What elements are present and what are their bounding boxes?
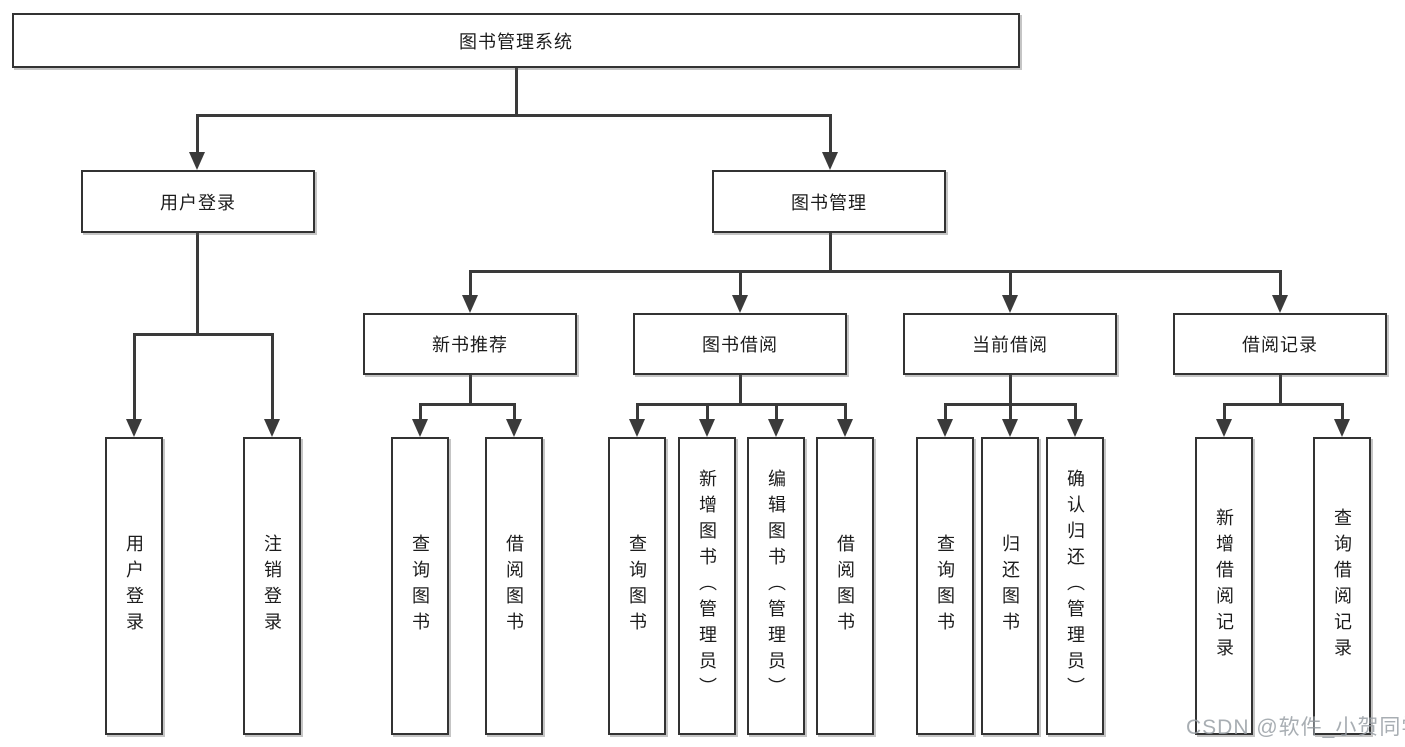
leaf-add-books-admin-label: 新增图书（管理员） xyxy=(697,469,717,703)
connector xyxy=(1341,403,1344,419)
node-current-borrowing: 当前借阅 xyxy=(903,313,1117,375)
connector xyxy=(419,403,516,406)
csdn-watermark: CSDN @软件_小贺同学 xyxy=(1186,716,1405,739)
leaf-query-books-recommend-label: 查询图书 xyxy=(410,534,430,638)
leaf-return-books-label: 归还图书 xyxy=(1000,534,1020,638)
arrow-down-icon xyxy=(1067,419,1083,437)
node-borrowing-records: 借阅记录 xyxy=(1173,313,1387,375)
leaf-edit-books-admin: 编辑图书（管理员） xyxy=(747,437,805,735)
connector xyxy=(133,333,274,336)
arrow-down-icon xyxy=(126,419,142,437)
node-book-management-label: 图书管理 xyxy=(791,192,867,213)
arrow-down-icon xyxy=(1002,419,1018,437)
leaf-add-borrow-record-label: 新增借阅记录 xyxy=(1214,508,1234,664)
arrow-down-icon xyxy=(837,419,853,437)
connector xyxy=(636,403,639,419)
connector xyxy=(469,270,472,295)
connector xyxy=(636,403,847,406)
connector xyxy=(513,403,516,419)
connector xyxy=(1009,375,1012,406)
connector xyxy=(844,403,847,419)
leaf-query-books-borrowing: 查询图书 xyxy=(608,437,666,735)
connector xyxy=(829,233,832,273)
connector xyxy=(469,375,472,406)
node-user-login-label: 用户登录 xyxy=(160,192,236,213)
arrow-down-icon xyxy=(1002,295,1018,313)
arrow-down-icon xyxy=(1272,295,1288,313)
arrow-down-icon xyxy=(462,295,478,313)
arrow-down-icon xyxy=(699,419,715,437)
arrow-down-icon xyxy=(629,419,645,437)
leaf-logout: 注销登录 xyxy=(243,437,301,735)
arrow-down-icon xyxy=(264,419,280,437)
arrow-down-icon xyxy=(1334,419,1350,437)
leaf-add-borrow-record: 新增借阅记录 xyxy=(1195,437,1253,735)
node-book-borrowing-label: 图书借阅 xyxy=(702,335,778,355)
connector xyxy=(196,114,832,117)
leaf-query-borrow-record-label: 查询借阅记录 xyxy=(1332,508,1352,664)
leaf-logout-label: 注销登录 xyxy=(262,534,282,638)
connector xyxy=(1223,403,1226,419)
connector xyxy=(1074,403,1077,419)
connector xyxy=(775,403,778,419)
connector xyxy=(469,270,1282,273)
leaf-user-login-label: 用户登录 xyxy=(124,534,144,638)
node-user-login: 用户登录 xyxy=(81,170,315,233)
connector xyxy=(739,375,742,406)
connector xyxy=(133,333,136,419)
connector xyxy=(419,403,422,419)
arrow-down-icon xyxy=(189,152,205,170)
leaf-borrow-books-recommend-label: 借阅图书 xyxy=(504,534,524,638)
node-root: 图书管理系统 xyxy=(12,13,1020,68)
connector xyxy=(1009,403,1012,419)
leaf-borrow-books-recommend: 借阅图书 xyxy=(485,437,543,735)
arrow-down-icon xyxy=(732,295,748,313)
node-current-borrowing-label: 当前借阅 xyxy=(972,335,1048,355)
arrow-down-icon xyxy=(937,419,953,437)
connector xyxy=(829,114,832,152)
connector xyxy=(196,233,199,335)
arrow-down-icon xyxy=(412,419,428,437)
connector xyxy=(271,333,274,419)
leaf-borrow-books: 借阅图书 xyxy=(816,437,874,735)
arrow-down-icon xyxy=(768,419,784,437)
connector xyxy=(739,270,742,295)
connector xyxy=(1223,403,1344,406)
connector xyxy=(1279,375,1282,406)
node-borrowing-records-label: 借阅记录 xyxy=(1242,335,1318,355)
leaf-query-books-borrowing-label: 查询图书 xyxy=(627,534,647,638)
connector xyxy=(196,114,199,152)
connector xyxy=(944,403,947,419)
leaf-user-login: 用户登录 xyxy=(105,437,163,735)
leaf-confirm-return-admin: 确认归还（管理员） xyxy=(1046,437,1104,735)
node-book-management: 图书管理 xyxy=(712,170,946,233)
leaf-return-books: 归还图书 xyxy=(981,437,1039,735)
arrow-down-icon xyxy=(1216,419,1232,437)
leaf-borrow-books-label: 借阅图书 xyxy=(835,534,855,638)
connector xyxy=(1009,270,1012,295)
node-root-label: 图书管理系统 xyxy=(459,31,573,52)
node-book-borrowing: 图书借阅 xyxy=(633,313,847,375)
leaf-query-books-recommend: 查询图书 xyxy=(391,437,449,735)
connector xyxy=(515,68,518,116)
node-new-book-recommend: 新书推荐 xyxy=(363,313,577,375)
leaf-query-books-current: 查询图书 xyxy=(916,437,974,735)
node-new-book-recommend-label: 新书推荐 xyxy=(432,335,508,355)
connector xyxy=(1279,270,1282,295)
leaf-query-borrow-record: 查询借阅记录 xyxy=(1313,437,1371,735)
leaf-add-books-admin: 新增图书（管理员） xyxy=(678,437,736,735)
leaf-confirm-return-admin-label: 确认归还（管理员） xyxy=(1065,469,1085,703)
arrow-down-icon xyxy=(506,419,522,437)
leaf-edit-books-admin-label: 编辑图书（管理员） xyxy=(766,469,786,703)
arrow-down-icon xyxy=(822,152,838,170)
connector xyxy=(706,403,709,419)
leaf-query-books-current-label: 查询图书 xyxy=(935,534,955,638)
